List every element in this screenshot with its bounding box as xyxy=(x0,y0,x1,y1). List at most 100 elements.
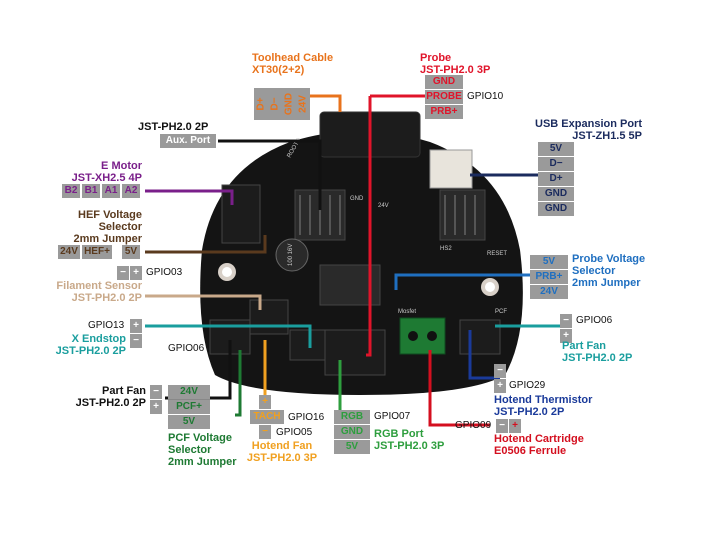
hef-pin-24v: 24V xyxy=(58,245,80,259)
emotor-type: JST-XH2.5 4P xyxy=(71,172,142,184)
hotendfan-title: Hotend Fan xyxy=(251,440,313,452)
hef-subtitle: Selector xyxy=(98,221,142,233)
toolhead-cable-title: Toolhead Cable xyxy=(252,52,334,64)
toolhead-cable-type: XT30(2+2) xyxy=(252,64,305,76)
silk-reset: RESET xyxy=(487,251,507,257)
pcf-pin-24v: 24V xyxy=(168,385,210,399)
gpio06-left-label: GPIO06 xyxy=(168,343,205,354)
pcf-label: PCF Voltage Selector 2mm Jumper xyxy=(168,432,236,468)
probevolt-pin-prb: PRB+ xyxy=(530,270,568,284)
heatsink-fins xyxy=(299,195,476,235)
silk-hs2: HS2 xyxy=(440,246,452,252)
gpio03-pin-minus: − xyxy=(117,266,129,280)
board-mounting-holes xyxy=(218,263,499,296)
partfan-right-pin-plus: + xyxy=(560,329,572,343)
partfan-right-gpio: GPIO06 xyxy=(576,315,613,326)
wire-xendstop xyxy=(145,324,312,348)
pcf-title: PCF Voltage xyxy=(168,432,232,444)
probe-type: JST-PH2.0 3P xyxy=(420,64,491,76)
toolhead-pin-gnd: GND xyxy=(282,88,296,120)
toolhead-pin-24v: 24V xyxy=(296,88,310,120)
probe-label: Probe JST-PH2.0 3P xyxy=(420,52,490,76)
wire-hef xyxy=(145,235,267,254)
silk-gnd: GND xyxy=(350,196,364,202)
rgb-label: RGB Port JST-PH2.0 3P xyxy=(374,428,444,452)
pcf-subtitle: Selector xyxy=(168,444,212,456)
cartridge-type: E0506 Ferrule xyxy=(494,445,567,457)
wire-probevolt xyxy=(394,273,530,290)
wire-aux xyxy=(218,139,322,210)
partfan-right-label: Part Fan JST-PH2.0 2P xyxy=(562,340,632,364)
partfan-right-pin-minus: − xyxy=(560,314,572,328)
emotor-connector xyxy=(221,184,261,244)
rgb-pin-gnd: GND xyxy=(334,425,370,439)
silk-pcf: PCF xyxy=(495,309,507,315)
gpio03-label: GPIO03 xyxy=(146,267,183,278)
emotor-pin-a2: A2 xyxy=(122,184,140,198)
aux-pin: Aux. Port xyxy=(160,134,216,148)
wire-pcf xyxy=(235,350,242,417)
toolhead-pin-dminus: D− xyxy=(268,88,282,120)
thermistor-label: Hotend Thermistor JST-PH2.0 2P xyxy=(494,394,592,418)
hef-pin-5v: 5V xyxy=(122,245,140,259)
thermistor-title: Hotend Thermistor xyxy=(494,394,593,406)
probevolt-pin-5v: 5V xyxy=(530,255,568,269)
probe-pin-probe: PROBE xyxy=(425,90,463,104)
probevolt-title: Probe Voltage xyxy=(572,253,646,265)
usb-pin-dminus: D− xyxy=(538,157,574,171)
probe-gpio: GPIO10 xyxy=(467,91,504,102)
emotor-label: E Motor JST-XH2.5 4P xyxy=(60,160,142,184)
toolhead-pin-dplus: D+ xyxy=(254,88,268,120)
hotendfan-label: Hotend Fan JST-PH2.0 3P xyxy=(240,440,324,464)
cartridge-terminal xyxy=(399,317,446,355)
usb-type: JST-ZH1.5 5P xyxy=(572,130,642,142)
cartridge-pin-minus: − xyxy=(496,419,508,433)
usb-title: USB Expansion Port xyxy=(535,118,642,130)
partfan-left-pin-minus: − xyxy=(150,385,162,399)
capacitor xyxy=(275,238,309,272)
silk-cap: 100 16V xyxy=(288,244,294,266)
partfan-left-label: Part Fan JST-PH2.0 2P xyxy=(40,385,146,409)
filament-title: Filament Sensor xyxy=(56,280,142,292)
pcf-pin-pcf: PCF+ xyxy=(168,400,210,414)
hotendfan-gpio-b: GPIO05 xyxy=(276,427,313,438)
xendstop-pin-plus: + xyxy=(130,319,142,333)
probe-title: Probe xyxy=(420,52,452,64)
filament-type: JST-PH2.0 2P xyxy=(71,292,142,304)
wire-emotor xyxy=(145,189,234,205)
rgb-type: JST-PH2.0 3P xyxy=(374,440,445,452)
usb-pin-gnd1: GND xyxy=(538,187,574,201)
probevolt-subtitle: Selector xyxy=(572,265,616,277)
thermistor-pin-plus: + xyxy=(494,379,506,393)
thermistor-gpio: GPIO29 xyxy=(509,380,546,391)
wire-thermistor xyxy=(468,330,500,380)
partfan-left-title: Part Fan xyxy=(101,385,146,397)
hef-label: HEF Voltage Selector 2mm Jumper xyxy=(50,209,142,245)
emotor-pin-a1: A1 xyxy=(102,184,120,198)
xendstop-title: X Endstop xyxy=(71,333,126,345)
filament-label: Filament Sensor JST-PH2.0 2P xyxy=(40,280,142,304)
hef-pin-hef: HEF+ xyxy=(82,245,112,259)
hotendfan-pin-tach: TACH xyxy=(250,410,284,424)
hotendfan-gpio-a: GPIO16 xyxy=(288,412,325,423)
cartridge-gpio: GPIO09 xyxy=(455,420,492,431)
partfan-left-type: JST-PH2.0 2P xyxy=(75,397,146,409)
pcf-type: 2mm Jumper xyxy=(168,456,237,468)
silk-24v: 24V xyxy=(378,203,389,209)
hotendfan-pin-plus: + xyxy=(259,395,271,409)
usb-pin-5v: 5V xyxy=(538,142,574,156)
wire-filament xyxy=(145,294,262,310)
hef-type: 2mm Jumper xyxy=(73,233,142,245)
thermistor-pin-minus: − xyxy=(494,364,506,378)
xendstop-type: JST-PH2.0 2P xyxy=(55,345,126,357)
xendstop-label: X Endstop JST-PH2.0 2P xyxy=(30,333,126,357)
probevolt-label: Probe Voltage Selector 2mm Jumper xyxy=(572,253,645,289)
wire-toolhead xyxy=(300,94,342,112)
probevolt-pin-24v: 24V xyxy=(530,285,568,299)
cartridge-title: Hotend Cartridge xyxy=(494,433,584,445)
emotor-title: E Motor xyxy=(101,160,142,172)
xendstop-pin-minus: − xyxy=(130,334,142,348)
pcf-pin-5v: 5V xyxy=(168,415,210,429)
gpio03-pin-plus: + xyxy=(130,266,142,280)
